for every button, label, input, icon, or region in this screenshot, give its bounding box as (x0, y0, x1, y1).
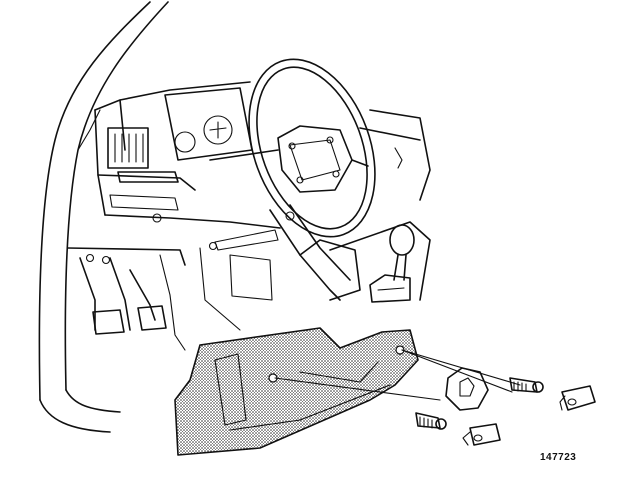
steering-column (199, 204, 361, 331)
gear-lever (329, 221, 431, 303)
screw-upper (509, 377, 544, 393)
screw-lower (415, 412, 447, 430)
trim-nut (445, 367, 489, 411)
clip-right (559, 385, 596, 411)
steering-wheel (209, 58, 376, 238)
door-frame (38, 1, 169, 433)
clip-lower (462, 423, 501, 446)
figure-reference-number: 147723 (540, 452, 577, 463)
lower-trim-panel (174, 327, 419, 456)
pedals (67, 241, 218, 351)
